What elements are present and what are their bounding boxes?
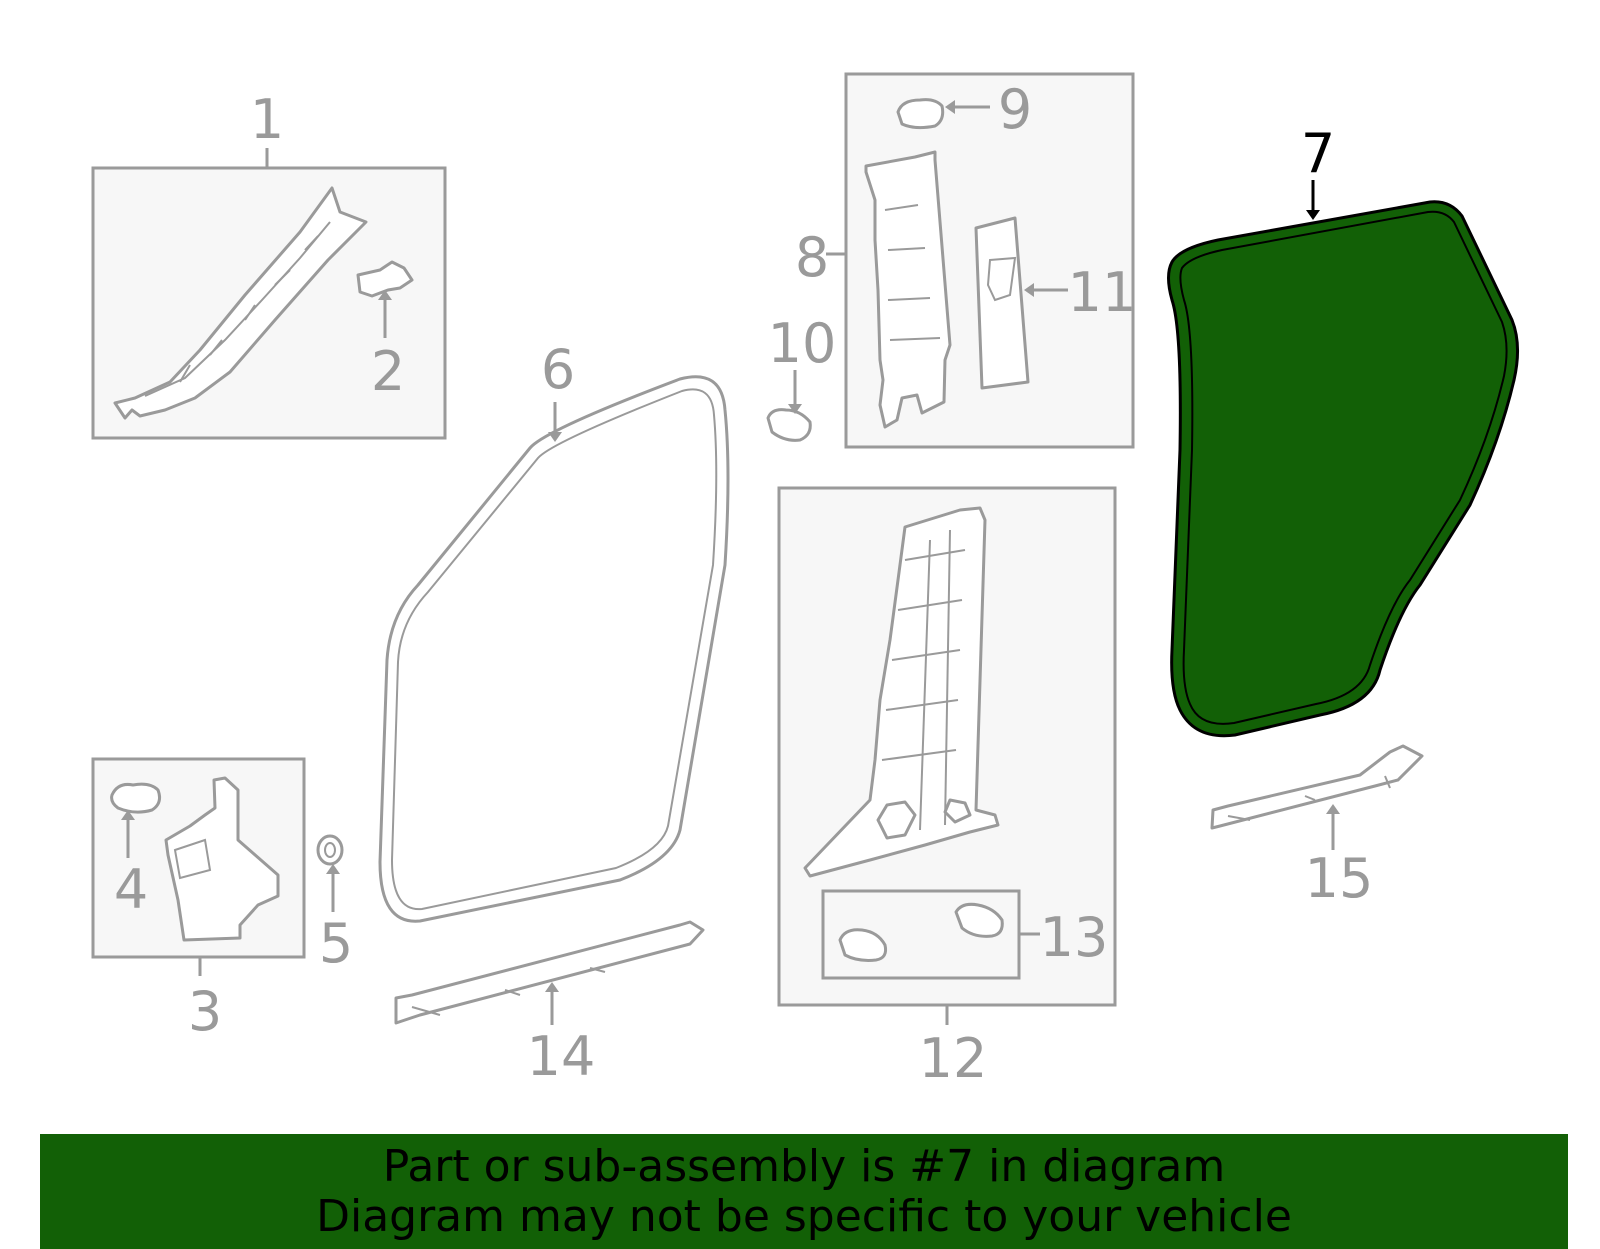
part-13-clip-b[interactable]: [954, 902, 1004, 938]
callout-2: 2: [371, 340, 405, 403]
callout-1: 1: [250, 88, 284, 151]
part-4-clip[interactable]: [110, 782, 161, 814]
callout-11: 11: [1068, 261, 1137, 324]
callout-13: 13: [1040, 906, 1109, 969]
part-group-12: [777, 486, 1117, 1025]
part-1-pillar-garnish[interactable]: [113, 186, 368, 420]
callout-10: 10: [768, 312, 837, 375]
banner-line-1: Part or sub-assembly is #7 in diagram: [382, 1141, 1226, 1192]
info-banner: Part or sub-assembly is #7 in diagram Di…: [40, 1134, 1568, 1249]
callout-7: 7: [1301, 122, 1335, 185]
part-6-weatherstrip[interactable]: [378, 375, 730, 923]
part-group-3: [91, 757, 344, 976]
part-group-10: [766, 370, 812, 442]
callout-4: 4: [114, 858, 148, 921]
part-14-scuff-plate[interactable]: [394, 920, 705, 1025]
part-5-clip[interactable]: [316, 834, 344, 866]
part-group-1: [91, 148, 447, 440]
part-group-8: [826, 72, 1135, 449]
part-15-scuff-plate[interactable]: [1210, 744, 1424, 830]
part-group-15: [1210, 744, 1424, 850]
part-10-clip[interactable]: [766, 408, 812, 442]
part-group-14: [394, 920, 705, 1025]
callout-9: 9: [998, 78, 1032, 141]
part-group-7: [1167, 180, 1519, 738]
callout-14: 14: [527, 1025, 596, 1088]
part-8-pillar-upper[interactable]: [864, 150, 952, 429]
part-2-clip[interactable]: [356, 260, 414, 298]
callout-8: 8: [795, 226, 829, 289]
part-13-clip-a[interactable]: [838, 928, 888, 962]
part-7-door-weatherstrip[interactable]: [1167, 200, 1519, 738]
part-3-trim[interactable]: [164, 776, 280, 942]
callout-15: 15: [1305, 847, 1374, 910]
callout-3: 3: [188, 980, 222, 1043]
callout-12: 12: [919, 1027, 988, 1090]
callout-5: 5: [319, 912, 353, 975]
banner-line-2: Diagram may not be specific to your vehi…: [316, 1191, 1292, 1242]
callout-6: 6: [541, 338, 575, 401]
part-group-6: [378, 375, 730, 923]
part-9-clip[interactable]: [896, 98, 945, 130]
